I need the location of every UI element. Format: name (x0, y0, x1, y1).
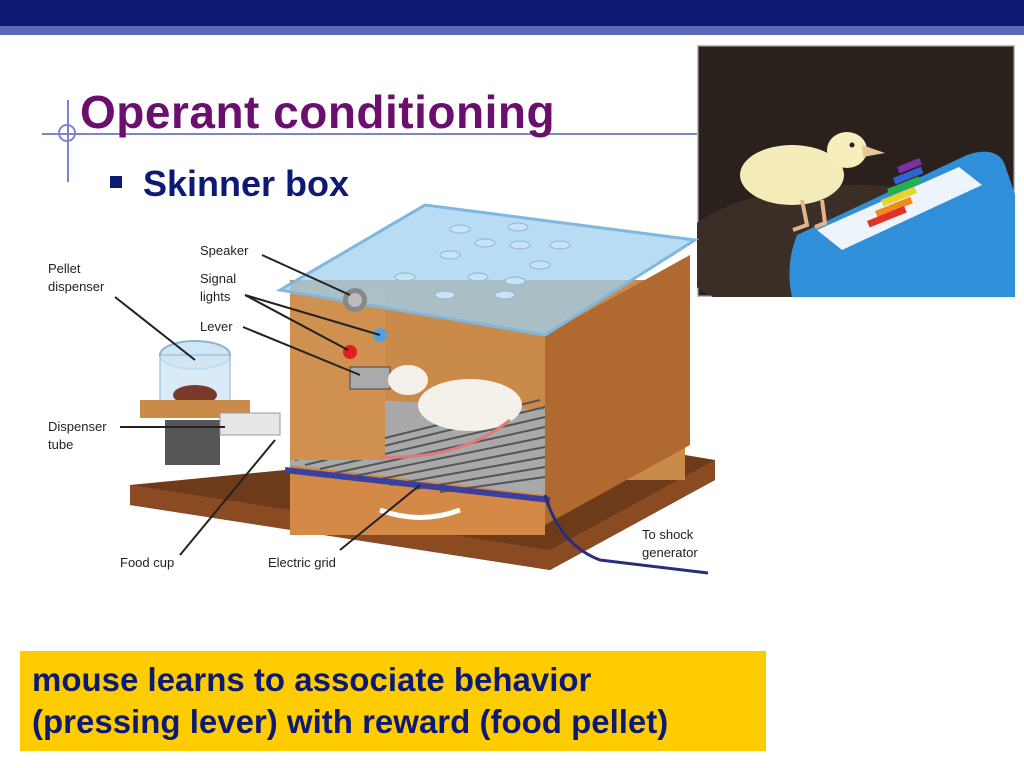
label-pellet-dispenser-line2: dispenser (48, 279, 105, 294)
summary-callout-box: mouse learns to associate behavior (pres… (20, 651, 766, 751)
bullet-square-icon (110, 176, 122, 188)
label-signal-lights-line1: Signal (200, 271, 236, 286)
label-shock-generator-line2: generator (642, 545, 698, 560)
label-signal-lights-line2: lights (200, 289, 231, 304)
label-electric-grid: Electric grid (268, 555, 336, 570)
label-dispenser-tube-line2: tube (48, 437, 73, 452)
bullet-text: Skinner box (143, 163, 350, 204)
label-pellet-dispenser-line1: Pellet (48, 261, 81, 276)
label-shock-generator-line1: To shock (642, 527, 694, 542)
title-guide-crosshair (58, 124, 76, 142)
skinner-box-diagram: Pellet dispenser Speaker Signal lights L… (48, 203, 715, 575)
label-food-cup: Food cup (120, 555, 174, 570)
label-lever: Lever (200, 319, 233, 334)
callout-line-2: (pressing lever) with reward (food pelle… (32, 703, 669, 740)
title-guide-line (42, 133, 702, 135)
header-bar (0, 0, 1024, 26)
label-dispenser-tube-line1: Dispenser (48, 419, 107, 434)
header-bar-accent (0, 26, 1024, 35)
callout-line-1: mouse learns to associate behavior (32, 661, 592, 698)
slide-title: Operant conditioning (80, 86, 556, 138)
duckling-xylophone-photo (697, 45, 1015, 297)
label-speaker: Speaker (200, 243, 249, 258)
